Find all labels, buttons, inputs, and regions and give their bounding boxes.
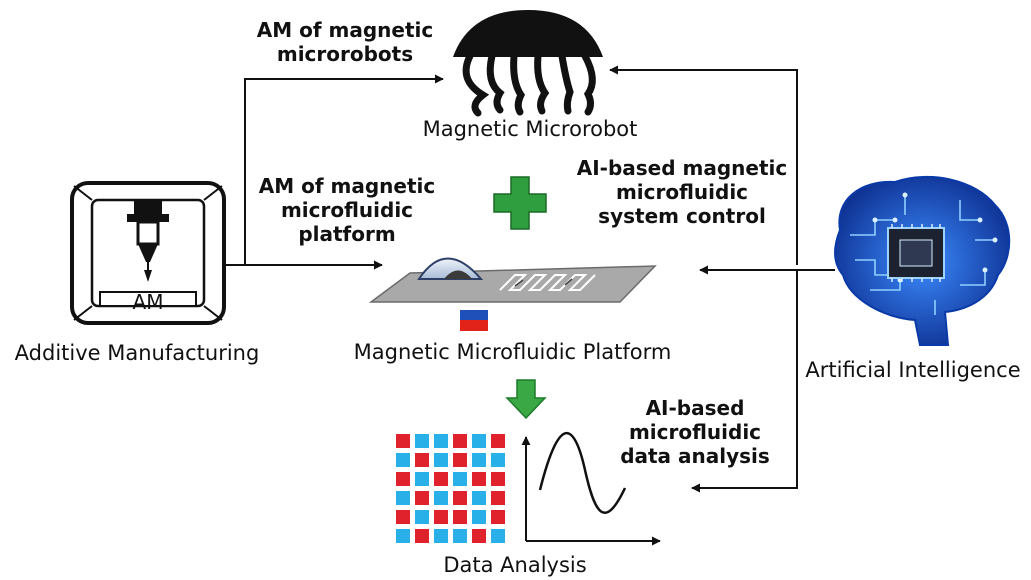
edge-label-am-microrobots: AM of magnetic microrobots <box>256 18 434 66</box>
data-grid-cell <box>453 434 467 448</box>
data-grid-cell <box>491 491 505 505</box>
data-grid-cell <box>491 529 505 543</box>
microfluidic-platform-label: Magnetic Microfluidic Platform <box>353 340 672 364</box>
data-grid-cell <box>434 453 448 467</box>
additive-manufacturing-icon <box>70 181 226 325</box>
artificial-intelligence-label: Artificial Intelligence <box>805 358 1021 382</box>
edge-ai-to-data <box>691 270 798 493</box>
data-grid-cell <box>434 491 448 505</box>
data-grid-cell <box>434 434 448 448</box>
edge-label-ai-data-analysis: AI-based microfluidic data analysis <box>620 396 770 468</box>
magnet-icon <box>460 310 488 331</box>
data-grid-cell <box>491 453 505 467</box>
data-grid-cell <box>396 529 410 543</box>
magnetic-microrobot-icon <box>453 10 603 117</box>
data-analysis-grid <box>396 434 505 543</box>
data-grid-cell <box>472 453 486 467</box>
data-grid-cell <box>472 472 486 486</box>
data-grid-cell <box>453 510 467 524</box>
data-grid-cell <box>415 510 429 524</box>
data-grid-cell <box>415 529 429 543</box>
data-grid-cell <box>453 529 467 543</box>
edge-am-to-microrobot <box>224 74 444 266</box>
artificial-intelligence-icon <box>834 175 1011 346</box>
data-analysis-plot <box>521 432 661 546</box>
data-grid-cell <box>472 491 486 505</box>
magnetic-microrobot-label: Magnetic Microrobot <box>422 117 638 141</box>
data-grid-cell <box>472 510 486 524</box>
edge-label-ai-system-control: AI-based magnetic microfluidic system co… <box>576 156 788 228</box>
data-grid-cell <box>396 472 410 486</box>
data-grid-cell <box>434 510 448 524</box>
data-grid-cell <box>491 434 505 448</box>
data-grid-cell <box>472 434 486 448</box>
data-grid-cell <box>396 434 410 448</box>
microfluidic-platform-icon <box>368 257 657 303</box>
data-grid-cell <box>396 510 410 524</box>
plus-icon <box>493 176 547 230</box>
data-grid-cell <box>491 510 505 524</box>
data-grid-cell <box>415 472 429 486</box>
data-grid-cell <box>415 453 429 467</box>
data-grid-cell <box>472 529 486 543</box>
data-grid-cell <box>434 472 448 486</box>
arrow-down-icon <box>505 379 547 420</box>
data-grid-cell <box>396 453 410 467</box>
data-grid-cell <box>453 453 467 467</box>
data-grid-cell <box>396 491 410 505</box>
data-analysis-label: Data Analysis <box>443 553 587 577</box>
additive-manufacturing-badge: AM <box>132 290 164 314</box>
data-grid-cell <box>453 472 467 486</box>
data-grid-cell <box>453 491 467 505</box>
data-grid-cell <box>434 529 448 543</box>
edge-label-am-platform: AM of magnetic microfluidic platform <box>258 174 436 246</box>
data-grid-cell <box>491 472 505 486</box>
data-grid-cell <box>415 491 429 505</box>
data-grid-cell <box>415 434 429 448</box>
edge-ai-to-microrobot <box>609 65 798 265</box>
additive-manufacturing-label: Additive Manufacturing <box>14 341 260 365</box>
